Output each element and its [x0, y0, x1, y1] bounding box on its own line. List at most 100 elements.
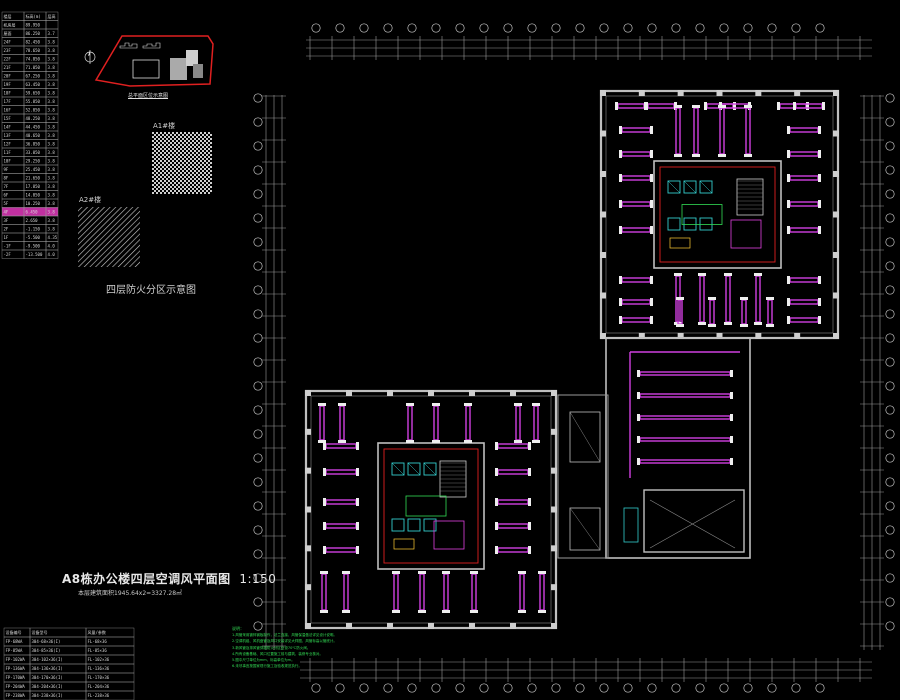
duct-segment: [767, 299, 773, 325]
legend-table-text: FL-204×36: [88, 684, 110, 689]
grid-bubble: [551, 23, 561, 33]
floor-table-text: -5.500: [26, 235, 41, 240]
grid-bubble: [791, 683, 801, 693]
air-diffuser: [356, 498, 359, 506]
structural-column: [677, 90, 684, 96]
site-building-a3: [193, 64, 203, 78]
grid-bubble: [551, 683, 561, 693]
floor-table-text: 52.050: [26, 108, 41, 113]
structural-column: [833, 171, 839, 177]
duct-segment: [789, 175, 819, 181]
note-line-6: 6.未尽事宜按国家现行施工及验收规范执行。: [232, 664, 302, 669]
duct-segment: [407, 405, 413, 441]
duct-segment: [393, 573, 399, 611]
grid-bubble: [575, 23, 585, 33]
grid-bubble: [383, 23, 393, 33]
elevator-shaft: [683, 180, 697, 194]
floor-table-text: 4.0: [48, 244, 56, 249]
grid-bubble: [527, 683, 537, 693]
floor-table-text: 17.850: [26, 184, 41, 189]
floor-table-text: 9F: [4, 167, 9, 172]
floor-table-text: 6.450: [26, 210, 39, 215]
air-diffuser: [619, 150, 622, 158]
tower-a2-core-wall: [377, 442, 485, 570]
grid-bubble: [253, 261, 263, 271]
elevator-shaft: [699, 217, 713, 231]
floor-table-text: 5F: [4, 201, 9, 206]
floor-table-text: 3.8: [48, 48, 56, 53]
structural-column: [716, 90, 723, 96]
grid-bubble: [695, 23, 705, 33]
legend-table-cell: [85, 690, 135, 700]
grid-bubble: [253, 549, 263, 559]
floor-table-text: 4F: [4, 210, 9, 215]
connector-stair-2: [569, 507, 601, 551]
duct-segment: [325, 499, 357, 505]
air-diffuser: [744, 154, 752, 157]
drawing-title: A8栋办公楼四层空调风平面图 1:150: [62, 570, 276, 587]
floor-table-text: 3.8: [48, 108, 56, 113]
shaft-opening: [669, 237, 691, 249]
air-diffuser: [724, 273, 732, 276]
tower-a1-core-equipment: [667, 178, 764, 249]
floor-table-text: 17F: [4, 99, 12, 104]
air-diffuser: [495, 442, 498, 450]
floor-table-text: 63.450: [26, 82, 41, 87]
grid-bubble: [767, 683, 777, 693]
air-diffuser: [323, 468, 326, 476]
air-diffuser: [650, 276, 653, 284]
duct-segment: [789, 227, 819, 233]
fire-zone-a1-swatch: [152, 132, 212, 194]
floor-table-text: 8F: [4, 176, 9, 181]
tower-a2-columns: [305, 390, 557, 629]
structural-column: [755, 90, 762, 96]
floor-table-text: 14F: [4, 125, 12, 130]
structural-column: [510, 390, 516, 396]
air-diffuser: [418, 610, 426, 613]
floor-table-text: 3.8: [48, 57, 56, 62]
air-diffuser: [730, 370, 733, 377]
structural-column: [305, 506, 311, 513]
legend-table-text: FP-204WA: [6, 684, 26, 689]
floor-table-text: 25.450: [26, 167, 41, 172]
grid-bubble: [253, 213, 263, 223]
air-diffuser: [532, 440, 540, 443]
tower-a2-core-red-line: [383, 448, 479, 564]
duct-segment: [789, 277, 819, 283]
grid-bubble: [431, 683, 441, 693]
air-diffuser: [637, 436, 640, 443]
ahu-unit: [681, 204, 723, 225]
structural-column: [305, 545, 311, 552]
grid-bubble: [253, 333, 263, 343]
grid-bubble: [885, 357, 895, 367]
grid-bubble: [503, 23, 513, 33]
duct-segment: [675, 107, 681, 155]
elevator-shaft: [667, 180, 681, 194]
structural-column: [551, 545, 557, 552]
air-diffuser: [392, 571, 400, 574]
floor-table-text: -1.150: [26, 227, 41, 232]
floor-table-text: 层高: [48, 13, 56, 19]
air-diffuser: [650, 174, 653, 182]
tower-a2-core-equipment: [391, 460, 467, 550]
grid-bubble: [885, 549, 895, 559]
air-diffuser: [342, 571, 350, 574]
duct-segment: [343, 573, 349, 611]
grid-bubble: [719, 23, 729, 33]
grid-bubble: [885, 261, 895, 271]
air-diffuser: [754, 322, 762, 325]
connector-stair-1: [569, 411, 601, 463]
air-diffuser: [637, 392, 640, 399]
floor-table-text: -2F: [4, 252, 12, 257]
floor-table-text: 3.8: [48, 193, 56, 198]
floor-table-text: 机房层: [4, 22, 16, 28]
duct-segment: [693, 107, 699, 155]
air-diffuser: [338, 440, 346, 443]
duct-segment: [639, 459, 731, 464]
air-diffuser: [528, 442, 531, 450]
legend-table-text: 304-204×36(I): [32, 684, 63, 689]
elevator-shaft: [391, 518, 405, 532]
structural-column: [428, 390, 434, 396]
air-diffuser: [518, 571, 526, 574]
